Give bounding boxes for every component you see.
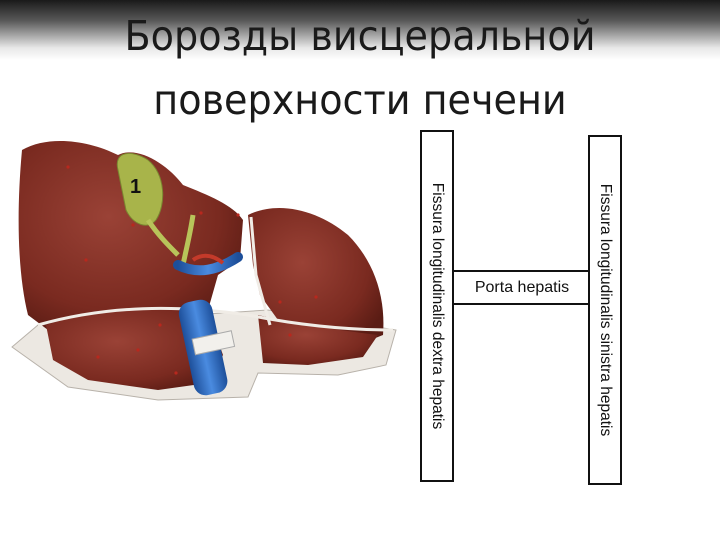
- left-fissure-label: Fissura longitudinalis sinistra hepatis: [597, 183, 614, 437]
- porta-hepatis-label: Porta hepatis: [474, 278, 570, 296]
- hepatic-duct: [180, 214, 196, 266]
- right-lobe: [18, 140, 243, 330]
- left-fissure-label-box: Fissura longitudinalis sinistra hepatis: [588, 135, 622, 485]
- right-fissure-label-box: Fissura longitudinalis dextra hepatis: [420, 130, 454, 482]
- title-bar-background: [0, 0, 720, 60]
- inferior-vena-cava: [178, 299, 236, 396]
- quadrate-lobe: [46, 309, 223, 390]
- portal-vein: [173, 252, 243, 276]
- bile-duct: [145, 218, 180, 257]
- caudate-lobe: [258, 315, 378, 365]
- page-title: Борозды висцеральной поверхности печени: [0, 4, 720, 132]
- title-line-2: поверхности печени: [153, 76, 567, 124]
- left-lobe: [248, 207, 384, 345]
- porta-hepatis-label-box: Porta hepatis: [454, 270, 590, 305]
- liver-illustration: [11, 140, 397, 401]
- title-line-1: Борозды висцеральной: [124, 12, 596, 60]
- fissure-line-vertical: [249, 216, 272, 326]
- structure-marker-1: 1: [130, 176, 142, 198]
- hepatic-artery: [191, 253, 225, 265]
- vessel-dots: [66, 165, 318, 375]
- right-fissure-label: Fissura longitudinalis dextra hepatis: [429, 182, 446, 430]
- fissure-line: [37, 306, 394, 332]
- gallbladder: [116, 152, 164, 226]
